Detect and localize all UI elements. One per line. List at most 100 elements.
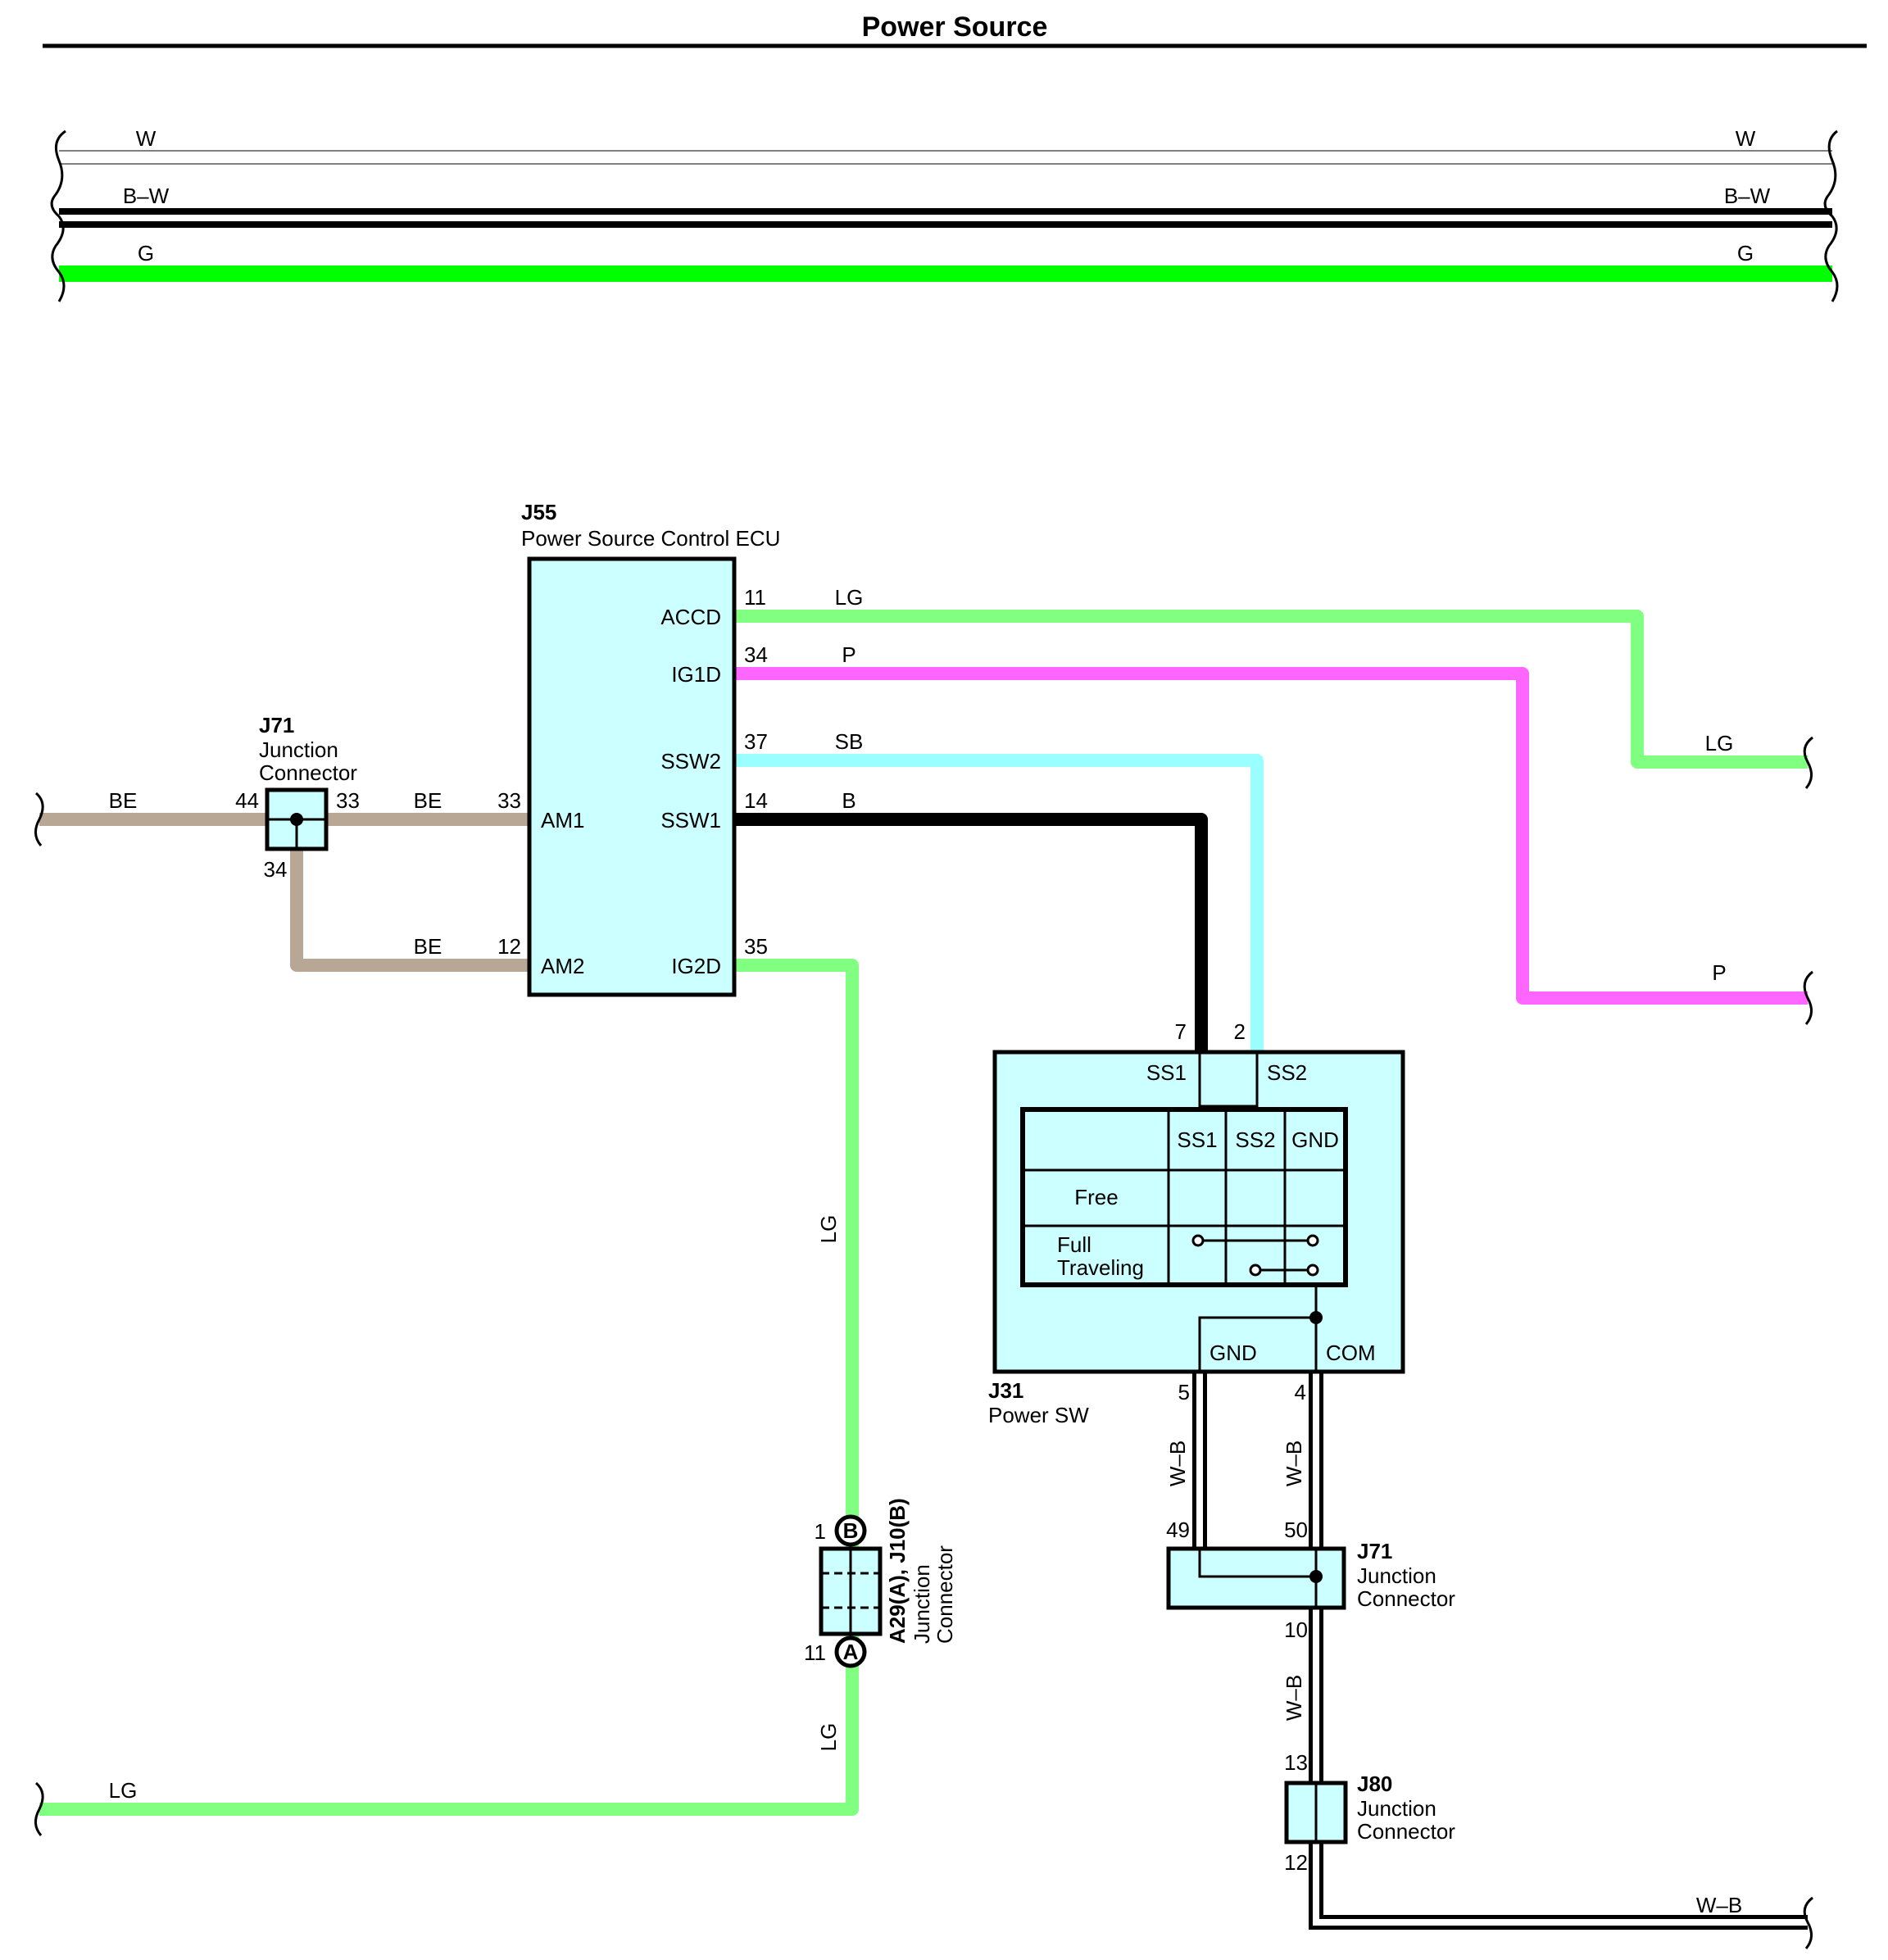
pin-num-ssw1: 14 (744, 788, 768, 813)
j71-top-pin-left: 44 (235, 788, 259, 813)
ecu-pin-ig1d: IG1D (671, 662, 721, 687)
power-sw-pin-gnd: 5 (1178, 1380, 1190, 1404)
wire-bw-left-label: B–W (123, 184, 170, 208)
pin-num-am2: 12 (497, 934, 521, 959)
wire-ssw2-sb (734, 754, 1264, 1050)
ecu-name: Power Source Control ECU (521, 526, 780, 551)
power-sw-com: COM (1326, 1341, 1376, 1365)
wire-w-right-label: W (1736, 126, 1756, 151)
wire-color-ssw1: B (842, 788, 856, 813)
ecu-pin-ssw2: SSW2 (660, 749, 721, 774)
a29-pin-b: 1 (815, 1519, 826, 1544)
power-sw-table (1020, 1107, 1348, 1287)
wire-g-left-label: G (138, 241, 154, 265)
wire-bw-right-label: B–W (1724, 184, 1771, 208)
power-sw-name: Power SW (988, 1403, 1089, 1427)
j71-bottom-name1: Junction (1357, 1563, 1436, 1588)
wire-color-wb-3: W–B (1282, 1675, 1306, 1721)
power-sw-id: J31 (988, 1378, 1023, 1403)
power-sw-ss1: SS1 (1146, 1060, 1187, 1085)
wire-color-lg-vertical-2: LG (816, 1723, 841, 1752)
j71-top-connector (265, 787, 329, 851)
ecu-pin-am2: AM2 (541, 954, 584, 978)
wire-color-ig1d: P (842, 642, 856, 667)
pin-num-ig1d: 34 (744, 642, 768, 667)
table-h-ss1: SS1 (1177, 1127, 1217, 1152)
table-row-traveling: Traveling (1057, 1255, 1144, 1280)
j71-bottom-name2: Connector (1357, 1586, 1455, 1611)
pin-num-ssw2: 37 (744, 729, 768, 754)
right-end-wb-break (1803, 1896, 1813, 1949)
j80-pin-out: 12 (1284, 1850, 1308, 1875)
ecu-pin-ssw1: SSW1 (660, 808, 721, 833)
wire-be-am2 (290, 819, 529, 972)
wire-color-wb-1: W–B (1165, 1441, 1190, 1486)
power-sw-ss2: SS2 (1267, 1060, 1307, 1085)
table-row-full: Full (1057, 1232, 1092, 1257)
power-sw-terminal-divider (1198, 1050, 1259, 1108)
diagram-title: Power Source (862, 11, 1048, 43)
j71-bottom-pin-out: 10 (1284, 1617, 1308, 1642)
power-sw-pin-com: 4 (1295, 1380, 1306, 1404)
wire-color-wb-2: W–B (1282, 1441, 1306, 1486)
a29-label-b: B (843, 1518, 859, 1543)
j80-connector (1284, 1781, 1348, 1844)
j71-bottom-pin-b: 50 (1284, 1518, 1308, 1542)
bundle-left-break (50, 129, 66, 302)
a29-id: A29(A), J10(B) (885, 1498, 910, 1644)
j71-top-pin-bottom: 34 (264, 857, 288, 882)
j80-name1: Junction (1357, 1796, 1436, 1821)
right-end-p-break (1803, 970, 1813, 1025)
j71-bottom-id: J71 (1357, 1539, 1392, 1563)
ecu-id: J55 (521, 500, 556, 524)
wire-color-accd: LG (835, 585, 864, 610)
a29-pin-a: 11 (804, 1640, 826, 1665)
power-sw-gnd: GND (1210, 1341, 1257, 1365)
wire-color-be-am2: BE (414, 934, 442, 959)
ecu-box (527, 556, 737, 997)
a29-name2: Connector (933, 1545, 957, 1644)
right-end-p-label: P (1712, 960, 1726, 985)
wire-color-ssw2: SB (835, 729, 864, 754)
power-sw-pin-ss2: 2 (1234, 1019, 1246, 1044)
table-h-ss2: SS2 (1235, 1127, 1275, 1152)
j71-bottom-pin-a: 49 (1166, 1518, 1190, 1542)
j80-pin-in: 13 (1284, 1750, 1308, 1775)
left-end-lg-label: LG (109, 1778, 138, 1803)
right-end-lg-label: LG (1705, 731, 1734, 755)
a29-name1: Junction (910, 1564, 934, 1644)
ecu-pin-ig2d: IG2D (671, 954, 721, 978)
j80-name2: Connector (1357, 1819, 1455, 1844)
pin-num-am1: 33 (497, 788, 521, 813)
j71-top-name2: Connector (259, 760, 357, 785)
table-h-gnd: GND (1291, 1127, 1339, 1152)
wire-w-left-label: W (136, 126, 157, 151)
pin-num-accd: 11 (744, 585, 766, 610)
j80-id: J80 (1357, 1772, 1392, 1796)
power-sw-gnd-com (1198, 1285, 1323, 1372)
ecu-pin-accd: ACCD (660, 605, 721, 629)
j71-top-name1: Junction (259, 737, 338, 762)
j71-bottom-connector (1166, 1546, 1346, 1610)
wire-color-lg-vertical-1: LG (816, 1215, 841, 1244)
ecu-pin-am1: AM1 (541, 808, 584, 833)
j71-top-pin-right: 33 (336, 788, 360, 813)
wire-ig1d-p (734, 667, 1808, 1005)
left-end-be-label: BE (109, 788, 138, 813)
right-end-lg-break (1803, 736, 1813, 789)
table-row-free: Free (1074, 1185, 1118, 1209)
wire-ssw1-b (734, 813, 1208, 1050)
top-wire-bundle: W W B–W B–W G G (50, 126, 1839, 302)
bundle-right-break (1823, 129, 1839, 302)
wire-accd-lg (734, 610, 1808, 769)
wire-ig2d-lg (39, 959, 859, 1816)
a29-label-a: A (843, 1640, 859, 1664)
j71-top-id: J71 (259, 713, 294, 737)
power-sw-pin-ss1: 7 (1175, 1019, 1187, 1044)
a29-j10-connector (819, 1514, 883, 1668)
left-end-lg-break (34, 1781, 44, 1836)
left-end-be-break (34, 792, 44, 846)
pin-num-ig2d: 35 (744, 934, 768, 959)
right-end-wb-label: W–B (1696, 1893, 1742, 1917)
